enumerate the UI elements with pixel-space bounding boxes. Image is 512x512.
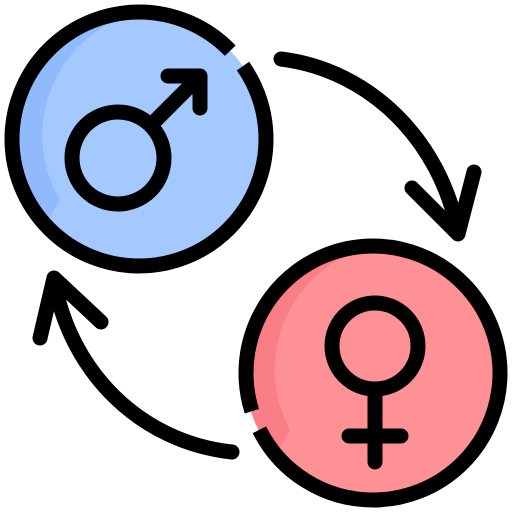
female-circle <box>238 238 508 508</box>
cycle-arrow-icon <box>32 270 240 460</box>
arrow-bottom-left-shaft <box>46 272 240 460</box>
arrow-bottom-left-head <box>32 270 109 346</box>
female-circle-fill <box>246 246 500 500</box>
arrow-top-right-head <box>404 164 482 242</box>
female-symbol-icon <box>324 295 426 470</box>
female-circle-outline <box>238 238 508 508</box>
male-symbol-icon <box>64 68 208 212</box>
arrow-top-right-shaft <box>273 51 466 240</box>
male-circle <box>4 4 274 274</box>
male-circle-outline <box>4 4 274 274</box>
cycle-arrow-icon <box>273 51 482 242</box>
